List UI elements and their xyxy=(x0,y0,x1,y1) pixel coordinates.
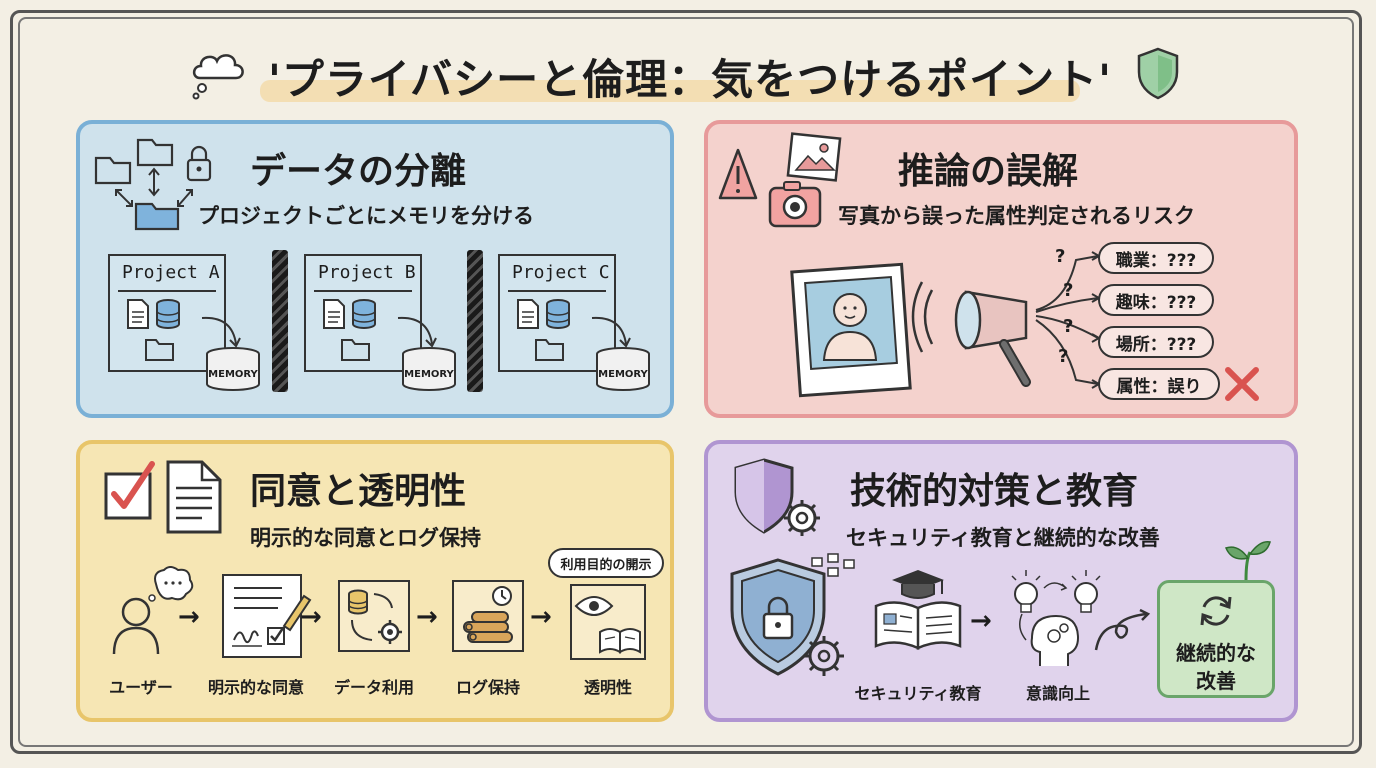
improvement-label: 継続的な xyxy=(1176,641,1256,665)
outer-frame xyxy=(10,10,1362,754)
question-mark: ? xyxy=(1055,246,1066,267)
user-icon xyxy=(112,566,194,655)
flow-step-label: 透明性 xyxy=(583,678,632,697)
project-underline xyxy=(508,290,606,292)
speech-bubble: 趣味：??? xyxy=(1098,284,1214,316)
flow-arrow: → xyxy=(300,602,322,632)
flow-arrow: → xyxy=(416,602,438,632)
project-name: Project B xyxy=(318,262,416,283)
flow-step-label: 明示的な同意 xyxy=(207,678,304,697)
separator-wall xyxy=(272,250,288,392)
question-mark: ? xyxy=(1058,346,1069,367)
graduation-book-icon xyxy=(874,570,962,650)
question-mark: ? xyxy=(1063,280,1074,301)
eye-book-icon xyxy=(574,596,641,654)
flow-step-label: データ利用 xyxy=(333,678,414,697)
project-underline xyxy=(314,290,412,292)
signed-document-icon xyxy=(232,587,312,647)
ideas-head-icon xyxy=(1011,570,1101,666)
warning-camera-icon xyxy=(718,132,842,228)
project-b-contents xyxy=(323,299,456,391)
flow-step-label: 意識向上 xyxy=(1025,684,1090,703)
flow-step-label: ユーザー xyxy=(109,678,173,697)
project-c-contents xyxy=(517,299,650,391)
project-a-contents xyxy=(127,299,260,391)
flow-arrow: → xyxy=(970,606,992,636)
cross-icon xyxy=(1225,367,1259,401)
speech-bubble: 職業：??? xyxy=(1098,242,1214,274)
panel-subtitle: セキュリティ教育と継続的な改善 xyxy=(846,526,1160,550)
panel-title: 同意と透明性 xyxy=(250,471,467,512)
flow-step-label: セキュリティ教育 xyxy=(854,684,982,703)
sprout-icon xyxy=(1224,541,1271,580)
flow-arrow: → xyxy=(178,602,200,632)
title-area: 'プライバシーと倫理：気をつけるポイント' xyxy=(190,40,1190,106)
question-mark: ? xyxy=(1063,316,1074,337)
refresh-icon xyxy=(1200,596,1232,626)
memory-label: MEMORY xyxy=(404,369,454,380)
memory-label: MEMORY xyxy=(598,369,648,380)
checkbox-document-icon xyxy=(104,460,222,534)
flow-step-label: ログ保持 xyxy=(455,678,520,697)
panel-subtitle: 明示的な同意とログ保持 xyxy=(250,526,481,550)
panel-subtitle: 写真から誤った属性判定されるリスク xyxy=(838,204,1195,228)
logs-clock-icon xyxy=(463,586,513,643)
project-name: Project C xyxy=(512,262,610,283)
shield-icon xyxy=(1137,47,1179,100)
improvement-label: 改善 xyxy=(1196,669,1236,693)
separator-wall xyxy=(467,250,483,392)
inner-frame xyxy=(18,17,1354,747)
project-name: Project A xyxy=(122,262,220,283)
speech-bubble: 場所：??? xyxy=(1098,326,1214,358)
security-shield-illustration xyxy=(730,553,855,676)
panel-title: 推論の誤解 xyxy=(898,151,1079,192)
panel-title: 技術的対策と教育 xyxy=(850,471,1139,512)
page-title: 'プライバシーと倫理：気をつけるポイント' xyxy=(268,55,1112,104)
panel-subtitle: プロジェクトごとにメモリを分ける xyxy=(198,204,534,228)
flow-arrow: → xyxy=(530,602,552,632)
project-underline xyxy=(118,290,216,292)
thought-cloud-icon xyxy=(192,54,244,100)
shield-gear-icon xyxy=(734,458,820,536)
callout-bubble: 利用目的の開示 xyxy=(548,548,664,578)
folders-lock-icon xyxy=(94,138,212,231)
panel-title: データの分離 xyxy=(250,151,467,192)
photo-magnifier-illustration xyxy=(790,262,1031,398)
speech-bubble: 属性：誤り xyxy=(1098,368,1220,400)
title-highlight xyxy=(260,80,1080,102)
continuous-improvement-box: 継続的な 改善 xyxy=(1157,580,1275,698)
curved-arrow xyxy=(1094,608,1151,651)
database-gear-icon xyxy=(348,589,402,644)
memory-label: MEMORY xyxy=(208,369,258,380)
